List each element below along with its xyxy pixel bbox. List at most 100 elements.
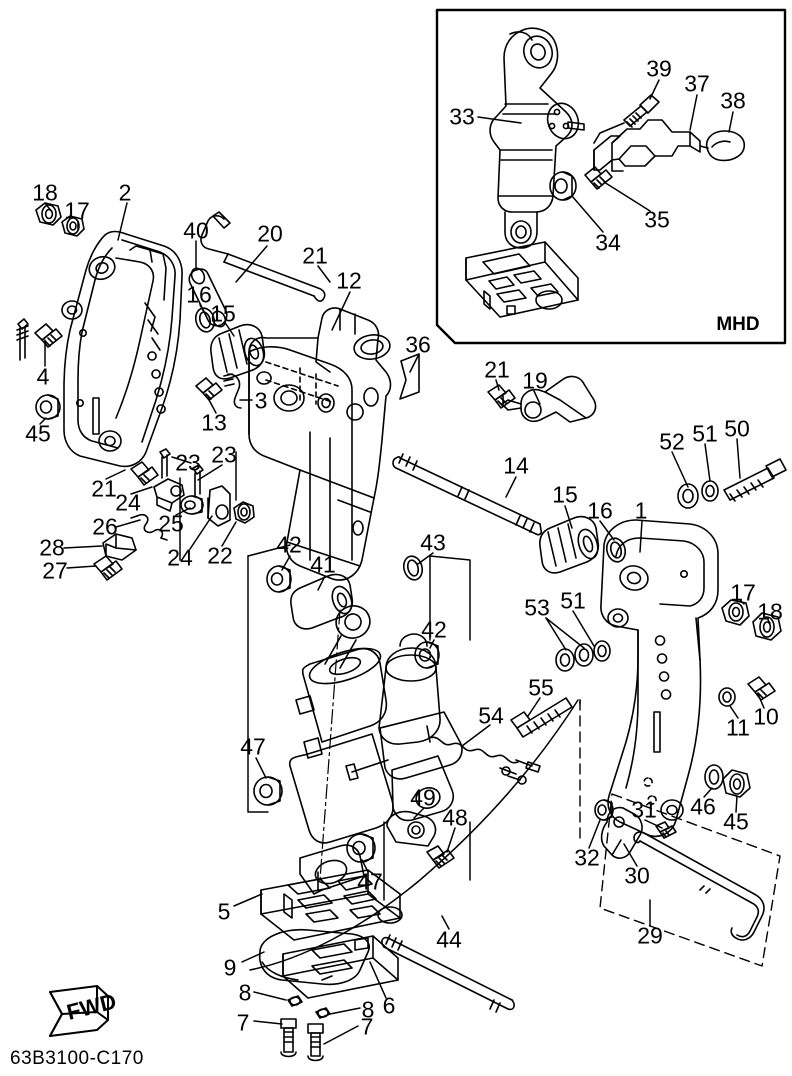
callout-number-17: 17 [64,197,90,224]
spring-54 [426,725,541,785]
plate-49 [386,810,437,847]
callout-number-15: 15 [552,481,578,508]
callout-number-26: 26 [92,513,118,540]
screw-13 [195,377,223,401]
leader-lines [39,202,771,1045]
callout-number-54: 54 [478,702,504,729]
bolt-27 [93,555,123,581]
inset-tilt-cylinder [489,27,585,249]
callout-number-11: 11 [726,714,750,741]
right-nut-18 [752,612,782,641]
callout-number-49: 49 [410,784,436,811]
callout-number-51: 51 [560,587,586,614]
callout-number-32: 32 [574,844,600,871]
callout-number-24: 24 [115,489,141,516]
callout-number-6: 6 [382,992,396,1019]
callout-number-15: 15 [210,300,236,327]
lower-clamp-5 [260,869,403,941]
bolt-21-left [130,461,159,486]
callout-number-42: 42 [421,616,447,643]
callout-number-46: 46 [690,793,716,820]
bushing-25 [180,495,204,515]
callout-number-40: 40 [183,217,209,244]
callout-number-29: 29 [637,922,663,949]
lever-19 [501,375,597,423]
bushing-42a [266,565,292,593]
callout-number-36: 36 [405,331,431,358]
collar-15-left [210,323,266,380]
bolt-50 [723,458,787,502]
callout-number-45: 45 [723,808,749,835]
callout-number-23: 23 [175,449,201,476]
callout-number-45: 45 [25,420,51,447]
washer-51-lower [593,640,611,662]
callout-number-21: 21 [91,475,117,502]
pin-23b [192,464,204,497]
callout-number-4: 4 [36,363,50,390]
inset-bolt-39 [593,94,660,144]
callout-number-27: 27 [42,557,68,584]
callout-number-20: 20 [257,220,283,247]
collar-15-right [539,515,600,574]
callout-number-12: 12 [336,267,362,294]
washer-8a [287,995,303,1007]
handle-29 [633,831,765,941]
callout-number-41: 41 [310,551,336,578]
tilt-rod-14 [392,453,543,536]
bolt-7a [280,1018,297,1058]
callout-number-23: 23 [211,441,237,468]
callout-number-44: 44 [436,926,462,953]
callout-number-38: 38 [720,87,746,114]
callout-number-10: 10 [753,703,779,730]
callout-number-7: 7 [360,1013,374,1040]
bushing-47-upper [253,776,283,806]
rod-44 [381,934,515,1013]
callout-number-21: 21 [484,356,510,383]
callout-number-22: 22 [207,542,233,569]
right-clamp-bracket-1 [600,519,719,838]
callout-number-16: 16 [587,497,613,524]
lower-clamp-6 [282,935,399,999]
callout-number-5: 5 [217,898,231,925]
bolt-7b [307,1023,324,1062]
inset-tag-mhd: MHD [716,314,760,335]
part-number: 63B3100-C170 [10,1048,144,1069]
callout-number-55: 55 [528,674,554,701]
callout-number-43: 43 [420,529,446,556]
callout-number-50: 50 [724,415,750,442]
arm-24a [153,478,185,512]
bolt-31 [655,821,677,839]
callout-number-17: 17 [730,579,756,606]
callout-number-30: 30 [624,862,650,889]
oring-43 [402,555,424,581]
callout-number-39: 39 [646,55,672,82]
callout-number-33: 33 [449,103,475,130]
left-screw-4 [34,323,63,348]
right-nut-17 [721,599,750,626]
callout-number-25: 25 [158,510,184,537]
callout-number-34: 34 [595,229,621,256]
nut-45-right [722,769,751,798]
callout-number-19: 19 [522,367,548,394]
callout-number-53: 53 [524,594,550,621]
callout-number-1: 1 [634,497,648,524]
pin-20 [200,211,326,302]
washer-52 [677,483,699,509]
pin-23a [159,448,171,479]
callout-number-16: 16 [186,281,212,308]
collar-41 [290,573,354,630]
callout-number-14: 14 [503,452,529,479]
inset-bushing-34 [549,171,577,201]
callout-number-48: 48 [442,804,468,831]
callout-number-47: 47 [357,868,383,895]
callout-number-18: 18 [32,179,58,206]
lever-30 [600,806,643,859]
washer-11 [718,687,736,707]
nut-22 [233,501,255,524]
bushing-47-lower [346,833,376,863]
plate-36 [399,353,420,400]
callout-number-42: 42 [276,531,302,558]
callout-number-18: 18 [757,598,783,625]
